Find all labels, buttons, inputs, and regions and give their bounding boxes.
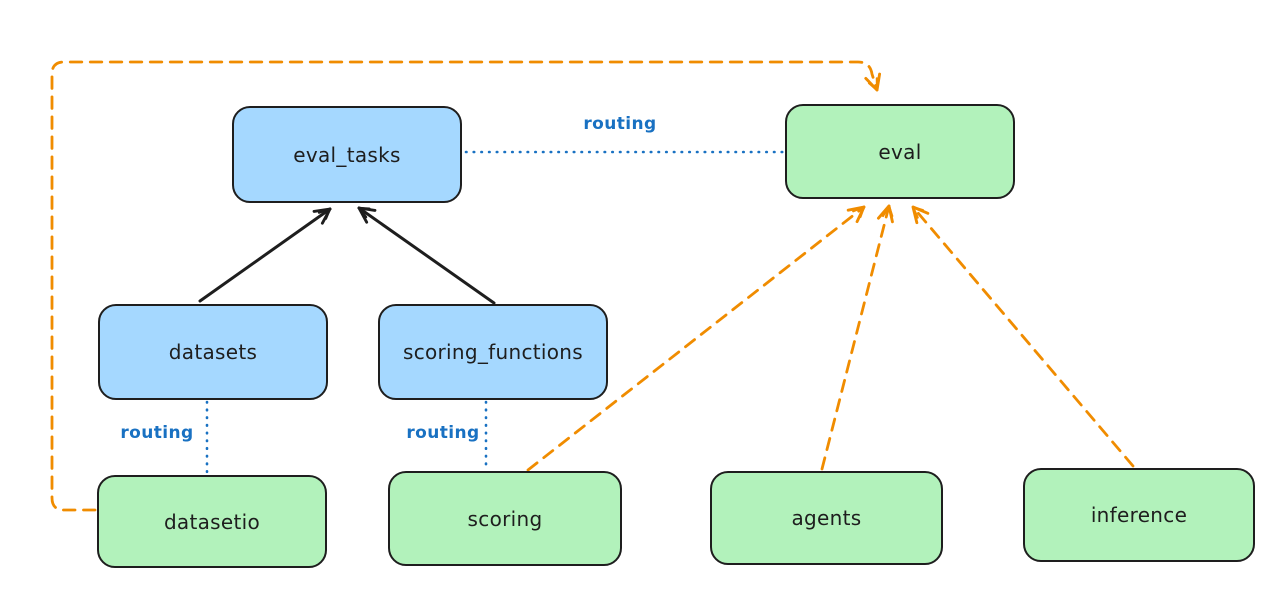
node-eval: eval	[785, 104, 1015, 199]
node-datasetio: datasetio	[97, 475, 327, 568]
node-inference: inference	[1023, 468, 1255, 562]
node-scoring-functions-label: scoring_functions	[402, 340, 584, 364]
node-eval-tasks-label: eval_tasks	[293, 142, 401, 167]
node-agents-label: agents	[791, 506, 862, 530]
node-eval-tasks: eval_tasks	[232, 106, 462, 203]
node-scoring: scoring	[388, 471, 622, 566]
edge-datasets-to-eval-tasks	[198, 207, 332, 303]
node-datasetio-label: datasetio	[163, 509, 261, 534]
node-datasets: datasets	[98, 304, 328, 400]
node-inference-label: inference	[1090, 503, 1188, 527]
routing-label-scoring-functions-scoring: routing	[406, 423, 480, 443]
node-scoring-functions: scoring_functions	[378, 304, 608, 400]
edge-datasetio-to-eval	[50, 60, 882, 512]
edge-scoring-to-eval	[526, 205, 866, 472]
edge-scoring-functions-to-eval-tasks	[357, 206, 496, 305]
node-datasets-label: datasets	[168, 340, 258, 364]
edge-agents-to-eval	[820, 204, 894, 471]
routing-label-eval-tasks-eval: routing	[583, 114, 657, 134]
edge-inference-to-eval	[911, 205, 1135, 468]
node-eval-label: eval	[878, 139, 922, 164]
node-scoring-label: scoring	[467, 506, 543, 531]
routing-label-datasets-datasetio: routing	[120, 423, 194, 443]
node-agents: agents	[710, 471, 943, 565]
